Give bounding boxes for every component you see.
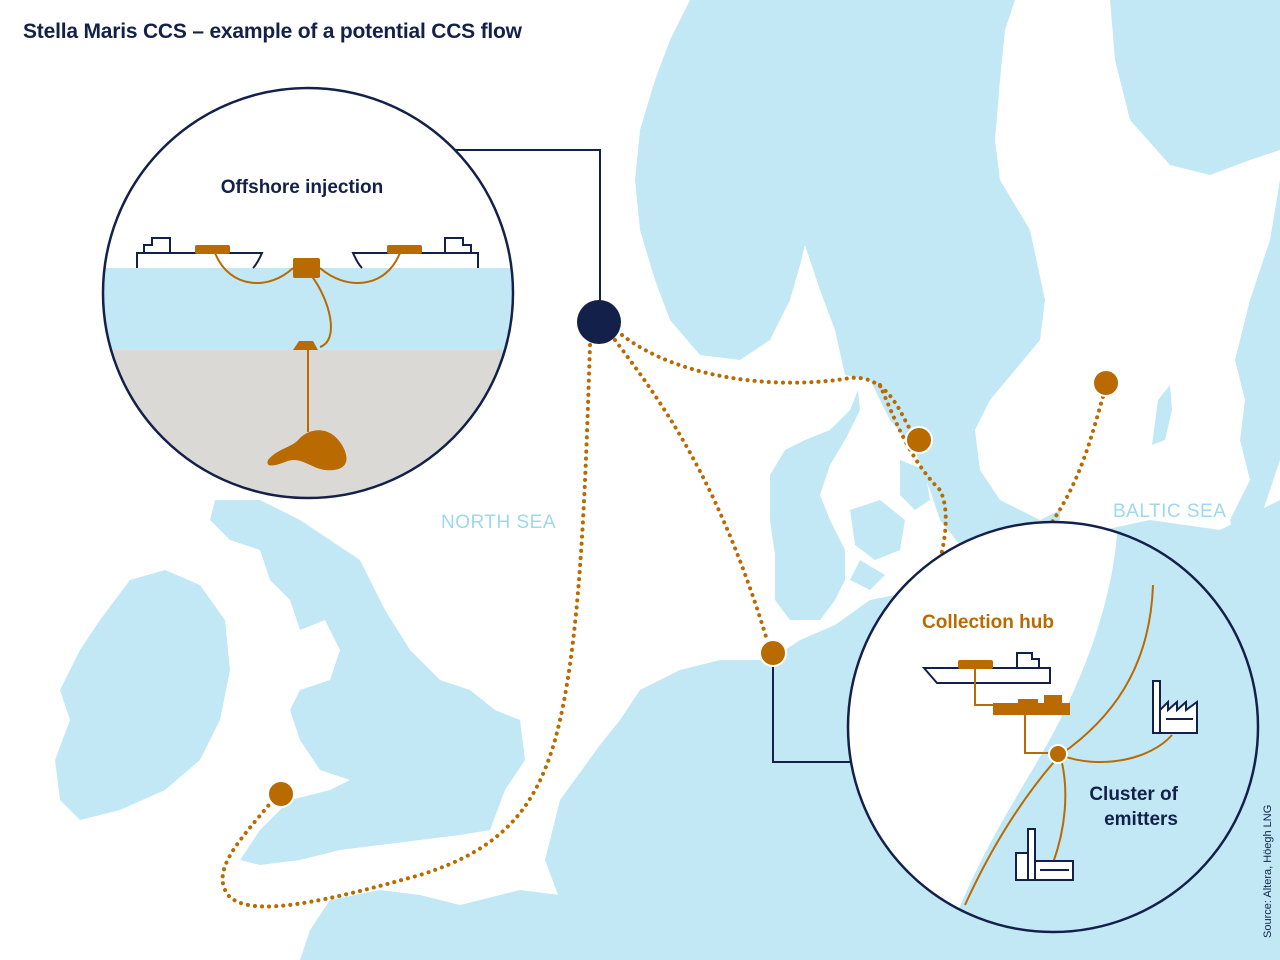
land-france — [300, 890, 600, 960]
coast-land-area — [848, 522, 1118, 930]
land-finland — [1110, 0, 1280, 175]
land-baltics — [1230, 180, 1280, 560]
offshore-inset-label: Offshore injection — [221, 177, 384, 198]
collection-hub-label: Collection hub — [922, 612, 1054, 633]
injection-hub-marker[interactable] — [577, 300, 621, 344]
route-germany — [613, 338, 772, 652]
injection-ship-right — [351, 237, 479, 269]
injection-ship-left — [136, 237, 264, 269]
storage-reservoir — [267, 430, 347, 471]
land-danish-islands — [850, 460, 930, 590]
cluster-label-line1: Cluster of — [1089, 784, 1178, 805]
carrier-ship — [921, 652, 1051, 684]
source-credit: Source: Altera, Höegh LNG — [1262, 804, 1274, 938]
land-jutland — [770, 390, 860, 620]
collection-point-sweden-east[interactable] — [1092, 369, 1120, 397]
land-great-britain — [210, 500, 525, 865]
wellhead — [293, 341, 318, 350]
route-wales — [220, 343, 592, 909]
offshore-injection-inset: Offshore injection — [101, 86, 515, 500]
emitter-factory-2 — [1015, 828, 1074, 881]
water-layer — [103, 268, 513, 350]
connector-lines — [445, 149, 850, 763]
connector-collection — [772, 666, 850, 763]
hub-terminal — [993, 695, 1070, 715]
collection-point-sweden-west[interactable] — [905, 426, 933, 454]
ship-right-tank — [387, 245, 422, 254]
route-kattegat — [878, 383, 948, 562]
ship-left-tank — [195, 245, 230, 254]
cluster-label-line2: emitters — [1104, 809, 1178, 830]
land-ireland — [55, 570, 230, 820]
markers — [267, 300, 1120, 808]
subsea-buoy — [293, 258, 320, 278]
hub-junction — [1048, 744, 1068, 764]
emitter-factory-1 — [1152, 680, 1198, 734]
seabed-layer — [103, 350, 513, 498]
collection-point-wales[interactable] — [267, 780, 295, 808]
connector-offshore — [445, 149, 601, 305]
land-scandinavia — [635, 0, 1060, 545]
north-sea-label: NORTH SEA — [441, 512, 557, 533]
page-title: Stella Maris CCS – example of a potentia… — [23, 20, 522, 43]
collection-point-germany[interactable] — [759, 639, 787, 667]
collection-hub-inset: Collection hub Cluster of emitters — [846, 520, 1260, 934]
land-gotland — [1152, 385, 1172, 445]
carrier-ship-tank — [958, 660, 993, 669]
baltic-sea-label: BALTIC SEA — [1113, 501, 1227, 522]
